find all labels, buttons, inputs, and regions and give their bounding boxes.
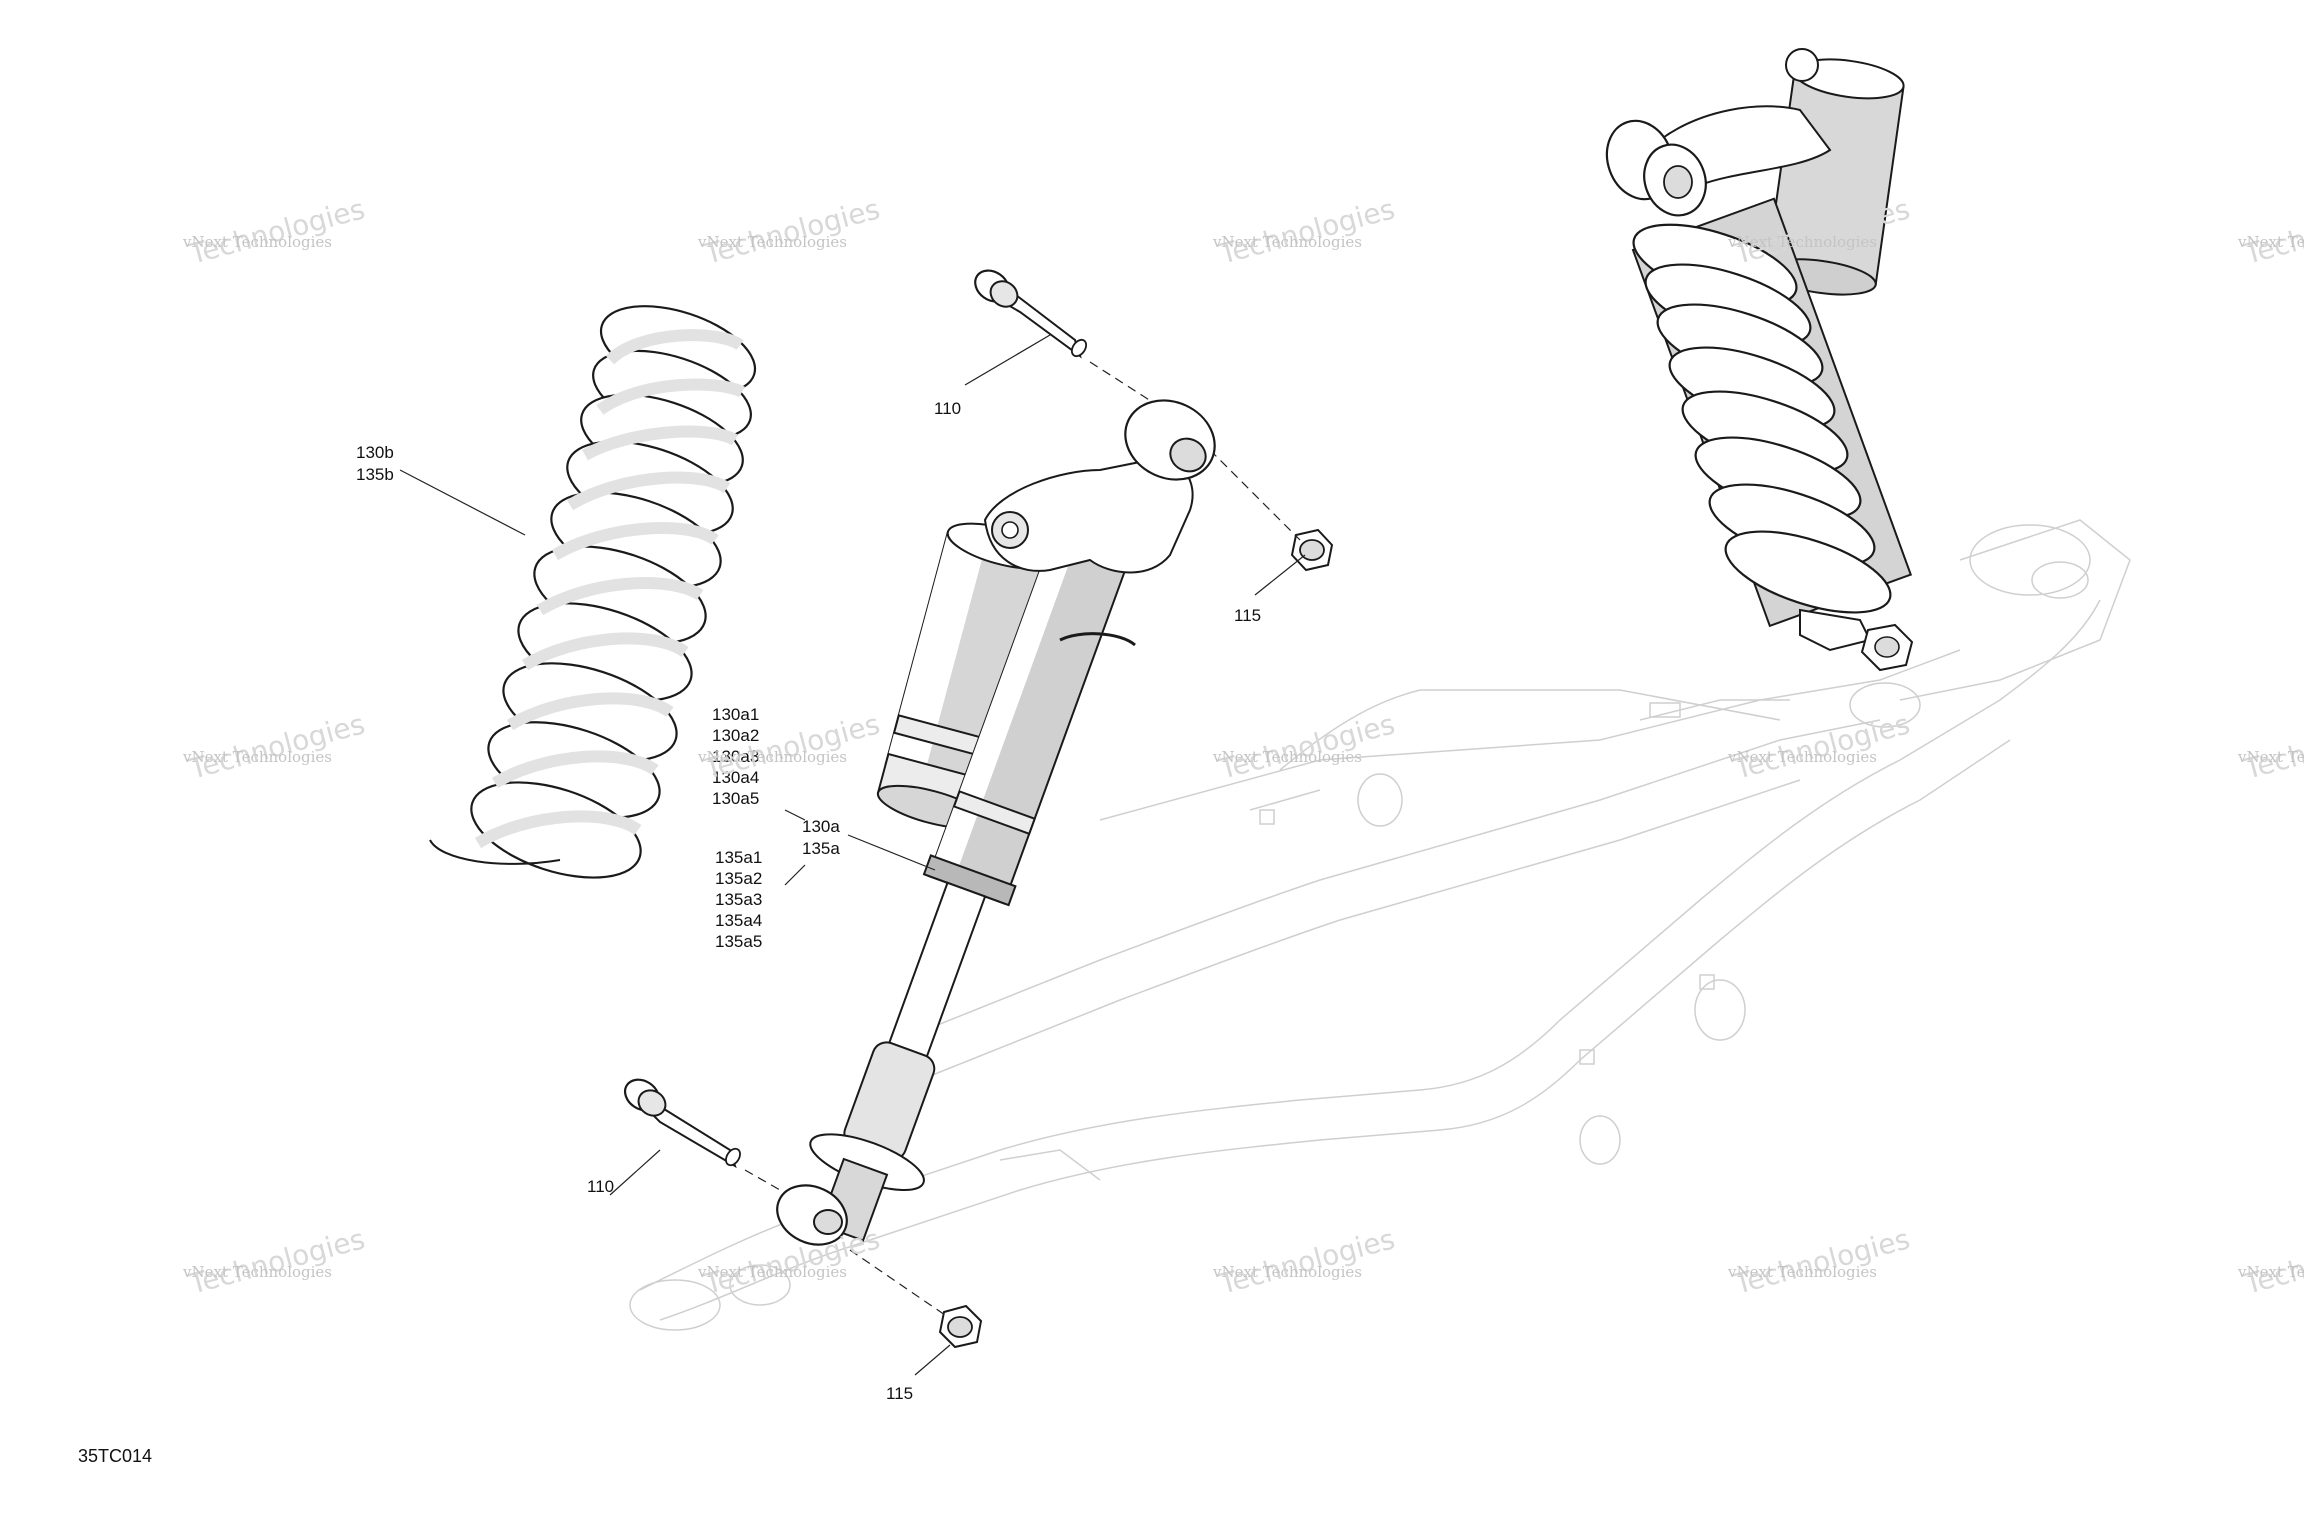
svg-text:vNext Technologies: vNext Technologies xyxy=(1727,1263,1877,1281)
svg-text:vNext Technologies: vNext Technologies xyxy=(697,233,847,251)
lower-bolt xyxy=(623,1078,741,1169)
callout-bolt-lower: 110 xyxy=(587,1177,614,1196)
callout-shock-group-a: 130a1 xyxy=(712,705,759,724)
callout-shock-main-b: 135a xyxy=(802,839,840,858)
svg-text:Technologies: Technologies xyxy=(1730,707,1913,786)
upper-bolt xyxy=(974,269,1088,359)
callout-labels: 110 115 130b 135b 130a1 130a2 130a3 130a… xyxy=(356,399,1261,1403)
svg-text:vNext Technologies: vNext Technologies xyxy=(1212,748,1362,766)
svg-text:Technologies: Technologies xyxy=(2240,192,2304,271)
upper-nut xyxy=(1290,528,1334,572)
callout-shock-sub-a: 135a1 xyxy=(715,848,762,867)
svg-text:Technologies: Technologies xyxy=(1215,707,1398,786)
callout-shock-group-e: 130a5 xyxy=(712,789,759,808)
svg-text:vNext Technologies: vNext Technologies xyxy=(182,748,332,766)
svg-text:Technologies: Technologies xyxy=(185,707,368,786)
svg-text:vNext Technologies: vNext Technologies xyxy=(1727,233,1877,251)
assembled-shock xyxy=(1605,48,1914,672)
svg-text:vNext Technologies: vNext Technologies xyxy=(1727,748,1877,766)
callout-shock-main-a: 130a xyxy=(802,817,840,836)
callout-shock-sub-b: 135a2 xyxy=(715,869,762,888)
assembly-axes xyxy=(744,361,1301,1316)
lower-nut xyxy=(938,1304,983,1349)
callout-shock-group-d: 130a4 xyxy=(712,768,759,787)
callout-shock-group-b: 130a2 xyxy=(712,726,759,745)
callout-bolt-upper: 110 xyxy=(934,399,961,418)
svg-text:vNext Technologies: vNext Technologies xyxy=(697,748,847,766)
svg-text:vNext Technologies: vNext Technologies xyxy=(1212,233,1362,251)
svg-text:vNext Technologies: vNext Technologies xyxy=(697,1263,847,1281)
callout-spring-a: 130b xyxy=(356,443,394,462)
svg-text:Technologies: Technologies xyxy=(2240,707,2304,786)
callout-shock-sub-e: 135a5 xyxy=(715,932,762,951)
svg-text:Technologies: Technologies xyxy=(185,1222,368,1301)
svg-text:vNext Technologies: vNext Technologies xyxy=(1212,1263,1362,1281)
ghost-suspension-frame xyxy=(629,519,2131,1331)
callout-spring-b: 135b xyxy=(356,465,394,484)
svg-text:vNext Technologies: vNext Technologies xyxy=(2237,1263,2304,1281)
callout-shock-sub-c: 135a3 xyxy=(715,890,762,909)
leader-lines xyxy=(399,334,1306,1376)
svg-text:Technologies: Technologies xyxy=(1215,192,1398,271)
svg-text:vNext Technologies: vNext Technologies xyxy=(182,233,332,251)
coil-spring xyxy=(429,305,757,879)
svg-text:Technologies: Technologies xyxy=(700,192,883,271)
callout-nut-lower: 115 xyxy=(886,1384,913,1403)
svg-text:Technologies: Technologies xyxy=(1730,1222,1913,1301)
svg-text:Technologies: Technologies xyxy=(185,192,368,271)
callout-shock-sub-d: 135a4 xyxy=(715,911,762,930)
callout-shock-group-c: 130a3 xyxy=(712,747,759,766)
svg-text:Technologies: Technologies xyxy=(2240,1222,2304,1301)
svg-text:vNext Technologies: vNext Technologies xyxy=(2237,748,2304,766)
figure-id: 35TC014 xyxy=(78,1446,152,1466)
svg-text:vNext Technologies: vNext Technologies xyxy=(182,1263,332,1281)
callout-nut-upper: 115 xyxy=(1234,606,1261,625)
shock-absorber xyxy=(776,399,1216,1246)
svg-text:Technologies: Technologies xyxy=(1215,1222,1398,1301)
svg-text:vNext Technologies: vNext Technologies xyxy=(2237,233,2304,251)
